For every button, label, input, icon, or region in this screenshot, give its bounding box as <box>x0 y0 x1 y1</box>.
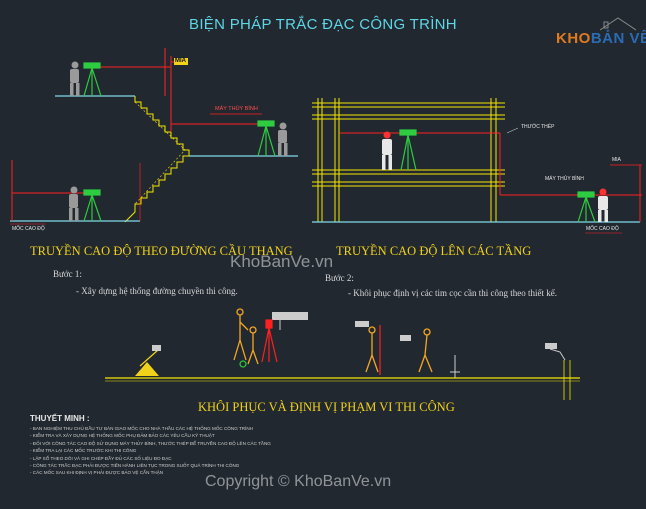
right-diagram <box>312 98 642 234</box>
watermark-copyright: Copyright © KhoBanVe.vn <box>205 473 392 490</box>
note-line: - KIỂM TRA LẠI CÁC MỐC TRƯỚC KHI THI CÔN… <box>30 448 137 454</box>
watermark-center: KhoBanVe.vn <box>230 252 334 271</box>
step-2-title: Bước 2: <box>325 273 354 283</box>
caption-restoration: KHÔI PHỤC VÀ ĐỊNH VỊ PHẠM VI THI CÔNG <box>198 400 455 414</box>
notes-list: - BAN NGHIỆM THU CHỦ ĐẦU TƯ BÀN GIAO MỐC… <box>30 425 271 477</box>
caption-floor-transfer: TRUYỀN CAO ĐỘ LÊN CÁC TẦNG <box>336 244 532 258</box>
label-mia-left: MIA <box>175 58 186 64</box>
surveyor-figure-upper <box>70 61 80 96</box>
notes-heading: THUYẾT MINH : <box>30 414 90 423</box>
staircase <box>124 96 190 223</box>
step-1-title: Bước 1: <box>53 269 82 279</box>
step-1-text: - Xây dựng hệ thống đường chuyền thi côn… <box>76 286 238 296</box>
caption-stair-transfer: TRUYỀN CAO ĐỘ THEO ĐƯỜNG CẦU THANG <box>30 244 293 258</box>
label-instrument-right: MÁY THỦY BÌNH <box>545 176 584 182</box>
logo-part-2: BẢN VẼ <box>590 30 646 47</box>
restoration-diagram <box>105 308 580 400</box>
note-line: - ĐỐI VỚI CÔNG TÁC CAO ĐỘ SỬ DỤNG MÁY TH… <box>30 440 271 446</box>
building-frame <box>312 98 505 222</box>
note-line: - BAN NGHIỆM THU CHỦ ĐẦU TƯ BÀN GIAO MỐC… <box>30 426 253 431</box>
label-steel-tape: THƯỚC THÉP <box>521 124 555 130</box>
surveyor-figure-lower <box>69 186 79 221</box>
leveling-staff-marker <box>174 58 188 65</box>
survey-team-1 <box>233 308 259 365</box>
leveling-instrument-middle <box>257 120 276 157</box>
survey-team-2 <box>365 326 433 373</box>
label-benchmark-right: MỐC CAO ĐỘ <box>586 226 619 232</box>
left-diagram <box>10 48 298 225</box>
logo-part-1: KHO <box>556 30 591 47</box>
leveling-instrument-floor <box>399 129 417 171</box>
leveling-instrument-upper <box>83 62 102 97</box>
leveling-instrument-ground <box>577 191 596 223</box>
page-title: BIỆN PHÁP TRẮC ĐẠC CÔNG TRÌNH <box>189 16 457 33</box>
note-line: - LẬP SỔ THEO DÕI VÀ GHI CHÉP ĐẦY ĐỦ CÁC… <box>30 455 172 461</box>
label-instrument-left: MÁY THỦY BÌNH <box>215 106 258 112</box>
surveyor-figure-ground <box>598 188 608 222</box>
note-line: - CÁC MỐC SAU KHI ĐỊNH VỊ PHẢI ĐƯỢC BẢO … <box>30 470 164 476</box>
label-benchmark-left: MỐC CAO ĐỘ <box>12 226 45 232</box>
logo-house-icon <box>599 17 637 31</box>
note-line: - CÔNG TÁC TRẮC ĐẠC PHẢI ĐƯỢC TIẾN HÀNH … <box>30 463 240 469</box>
note-line: - KIỂM TRA VÀ XÂY DỰNG HỆ THỐNG MỐC PHỤ … <box>30 433 215 439</box>
surveyor-figure-floor <box>382 131 392 170</box>
step-2-text: - Khôi phục định vị các tim cọc cần thi … <box>348 288 557 298</box>
label-mia-right: MIA <box>612 157 621 163</box>
surveyor-figure-middle <box>278 122 288 156</box>
leveling-instrument-lower <box>83 189 102 222</box>
total-station <box>261 319 278 363</box>
logo: KHOBẢN VẼ <box>556 30 646 47</box>
benchmark-pile <box>135 345 161 376</box>
